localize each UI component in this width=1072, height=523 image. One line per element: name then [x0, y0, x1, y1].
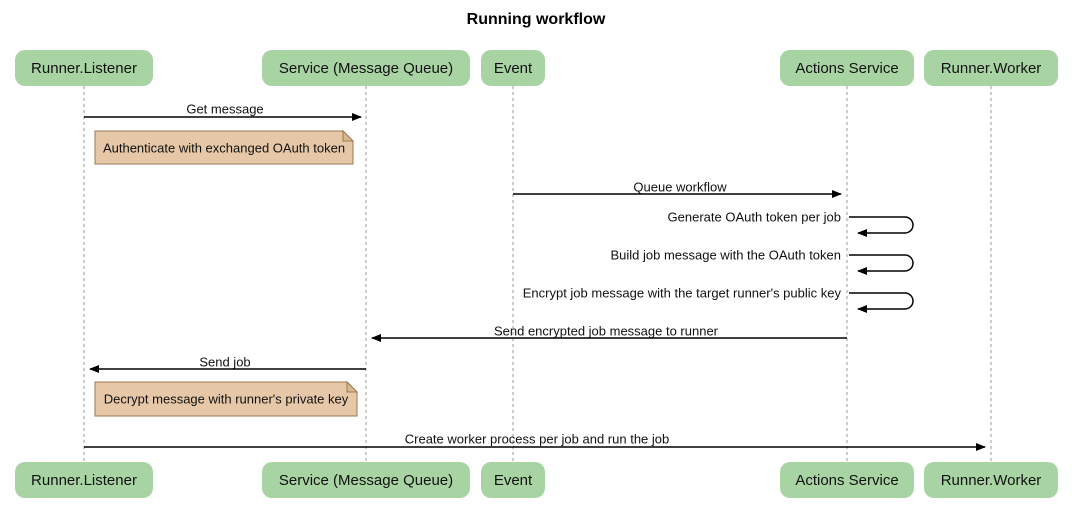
participant-label: Runner.Worker	[940, 471, 1042, 489]
message-label-get-message: Get message	[186, 101, 264, 117]
message-label-encrypt-job-message: Encrypt job message with the target runn…	[522, 285, 841, 301]
participant-bottom-runner-listener: Runner.Listener	[15, 462, 153, 498]
participant-label: Service (Message Queue)	[278, 59, 454, 77]
participant-label: Event	[493, 59, 533, 77]
participant-label: Runner.Listener	[31, 59, 137, 77]
participant-label: Runner.Listener	[31, 471, 137, 489]
participant-label: Service (Message Queue)	[278, 471, 454, 489]
self-loop-build-job-message	[849, 254, 914, 275]
participant-top-service-message-queue: Service (Message Queue)	[262, 50, 470, 86]
note-shape-decrypt	[94, 381, 358, 417]
participant-bottom-actions-service: Actions Service	[780, 462, 914, 498]
message-label-build-job-message: Build job message with the OAuth token	[610, 247, 841, 263]
message-label-queue-workflow: Queue workflow	[633, 179, 727, 195]
note-fold-authenticate	[342, 129, 355, 142]
self-loop-generate-oauth-token	[849, 216, 914, 237]
participant-top-actions-service: Actions Service	[780, 50, 914, 86]
note-label-decrypt: Decrypt message with runner's private ke…	[103, 391, 349, 407]
participant-label: Event	[493, 471, 533, 489]
participant-bottom-event: Event	[481, 462, 545, 498]
note-label-authenticate: Authenticate with exchanged OAuth token	[102, 140, 346, 156]
participant-top-runner-listener: Runner.Listener	[15, 50, 153, 86]
participant-label: Runner.Worker	[940, 59, 1042, 77]
message-label-send-job: Send job	[199, 354, 251, 370]
participant-top-event: Event	[481, 50, 545, 86]
participant-bottom-service-message-queue: Service (Message Queue)	[262, 462, 470, 498]
note-fold-decrypt	[346, 380, 359, 393]
self-loop-encrypt-job-message	[849, 292, 914, 313]
participant-bottom-runner-worker: Runner.Worker	[924, 462, 1058, 498]
participant-label: Actions Service	[795, 471, 899, 489]
diagram-title: Running workflow	[466, 11, 606, 28]
message-label-create-worker-process: Create worker process per job and run th…	[404, 431, 670, 447]
message-label-send-encrypted-job-message: Send encrypted job message to runner	[493, 323, 719, 339]
note-shape-authenticate	[94, 130, 354, 165]
participant-label: Actions Service	[795, 59, 899, 77]
message-label-generate-oauth-token: Generate OAuth token per job	[667, 209, 841, 225]
participant-top-runner-worker: Runner.Worker	[924, 50, 1058, 86]
